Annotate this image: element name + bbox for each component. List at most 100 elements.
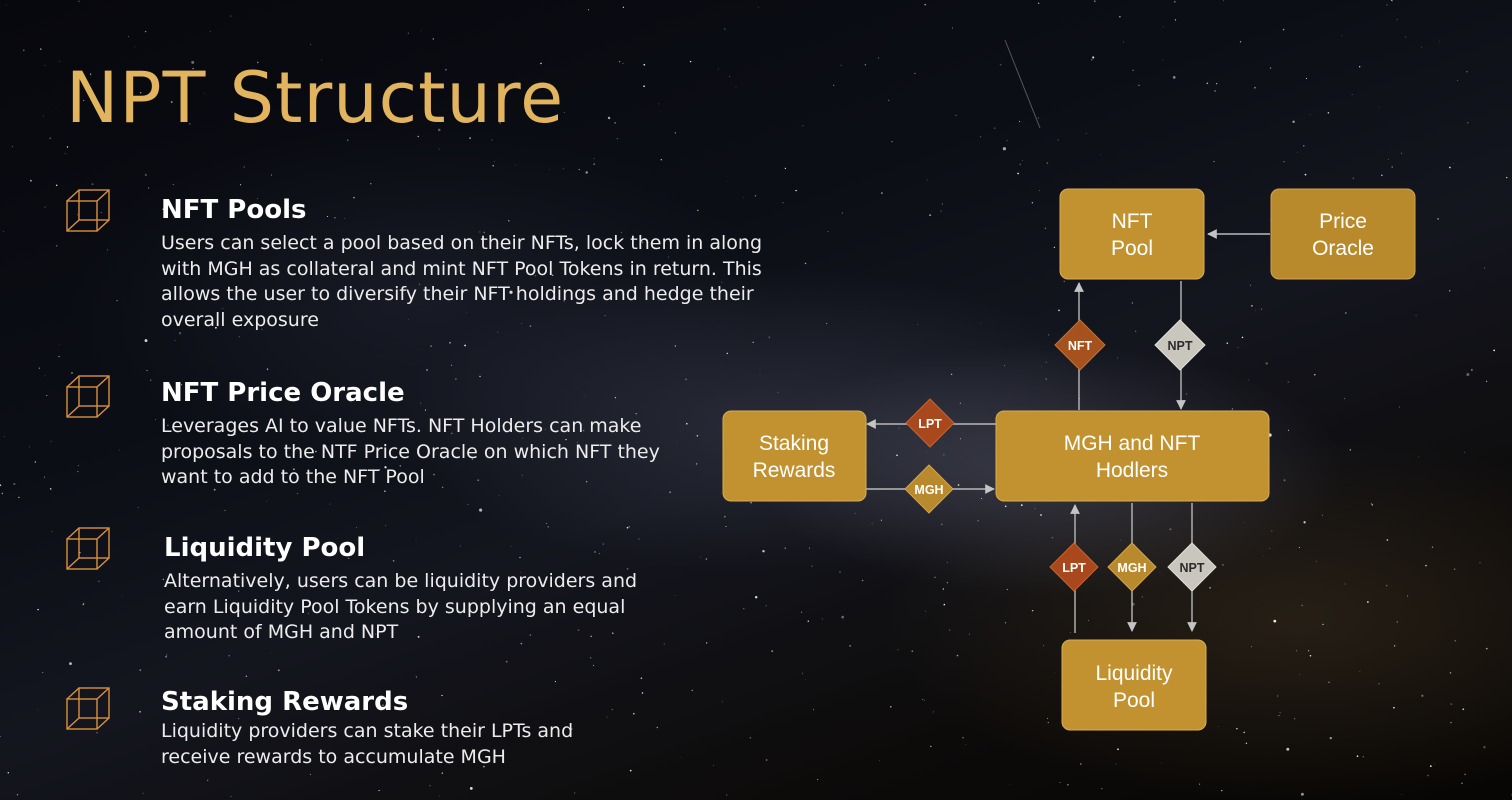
- star: [626, 526, 629, 529]
- node-label: Rewards: [753, 459, 836, 482]
- star: [1265, 362, 1268, 365]
- star: [144, 30, 147, 33]
- star: [1132, 69, 1134, 71]
- star: [817, 779, 819, 781]
- star: [762, 549, 765, 553]
- star: [1467, 122, 1469, 124]
- star: [1245, 742, 1248, 745]
- star: [1434, 763, 1435, 765]
- star: [286, 455, 288, 456]
- star: [669, 491, 671, 494]
- star: [344, 218, 345, 219]
- star: [1122, 41, 1125, 43]
- node-mgh-nft-hodlers: MGH and NFT Hodlers: [995, 410, 1270, 502]
- star: [1321, 514, 1323, 516]
- star: [1061, 586, 1063, 588]
- star: [880, 519, 882, 521]
- feature-heading: Staking Rewards: [161, 687, 409, 717]
- star: [347, 139, 349, 141]
- node-liquidity-pool: Liquidity Pool: [1061, 639, 1207, 731]
- star: [150, 379, 152, 381]
- star: [759, 375, 761, 376]
- star: [881, 192, 883, 194]
- star: [590, 635, 592, 638]
- star: [1239, 41, 1242, 43]
- star: [1120, 539, 1122, 541]
- star: [286, 586, 288, 589]
- star: [266, 368, 269, 370]
- star: [1004, 622, 1007, 624]
- star: [142, 792, 144, 795]
- star: [622, 63, 624, 65]
- star: [224, 509, 226, 512]
- star: [1226, 342, 1229, 345]
- star: [871, 522, 873, 524]
- token-mgh: MGH: [904, 464, 954, 514]
- star: [1309, 655, 1312, 657]
- star: [1019, 120, 1021, 122]
- star: [1054, 672, 1056, 673]
- star: [375, 633, 377, 635]
- star: [1117, 357, 1118, 359]
- star: [1328, 681, 1330, 683]
- star: [565, 439, 567, 441]
- star: [1385, 584, 1388, 587]
- star: [940, 210, 942, 212]
- feature-liquidity-pool: Liquidity Pool Alternatively, users can …: [66, 527, 664, 646]
- star: [1371, 504, 1374, 506]
- star: [505, 660, 508, 663]
- star: [1462, 708, 1465, 711]
- star: [189, 123, 191, 125]
- star: [42, 672, 44, 673]
- star: [999, 63, 1002, 66]
- star: [119, 449, 120, 451]
- star: [1292, 120, 1295, 124]
- star: [562, 168, 564, 170]
- star: [82, 603, 85, 606]
- star: [768, 336, 771, 339]
- star: [222, 307, 224, 309]
- star: [194, 382, 195, 384]
- star: [192, 67, 194, 70]
- star: [1213, 161, 1215, 163]
- star: [384, 466, 387, 469]
- star: [598, 552, 600, 554]
- star: [139, 710, 141, 713]
- star: [1248, 379, 1249, 381]
- star: [632, 712, 635, 715]
- star: [1283, 479, 1286, 482]
- star: [417, 135, 419, 138]
- star: [922, 698, 924, 700]
- star: [46, 394, 48, 397]
- star: [1356, 755, 1359, 757]
- star: [1278, 715, 1280, 717]
- star: [213, 488, 216, 491]
- star: [1269, 548, 1271, 549]
- star: [1425, 564, 1427, 567]
- star: [1464, 773, 1466, 776]
- feature-heading: Liquidity Pool: [164, 533, 366, 563]
- star: [1067, 784, 1069, 786]
- star: [641, 692, 644, 694]
- star: [554, 681, 556, 683]
- star: [980, 323, 981, 324]
- star: [668, 256, 670, 258]
- star: [1401, 794, 1402, 795]
- star: [23, 49, 25, 52]
- star: [925, 610, 926, 612]
- star: [943, 454, 945, 456]
- star: [1344, 583, 1346, 585]
- star: [43, 115, 45, 117]
- star: [1251, 646, 1253, 648]
- feature-description: Leverages AI to value NFTs. NFT Holders …: [161, 415, 660, 489]
- star: [833, 84, 835, 86]
- star: [56, 245, 58, 247]
- star: [1437, 218, 1439, 220]
- star: [1051, 536, 1054, 539]
- star: [1287, 429, 1290, 431]
- star: [418, 732, 420, 733]
- star: [643, 85, 645, 88]
- star: [929, 214, 932, 217]
- star: [256, 198, 258, 199]
